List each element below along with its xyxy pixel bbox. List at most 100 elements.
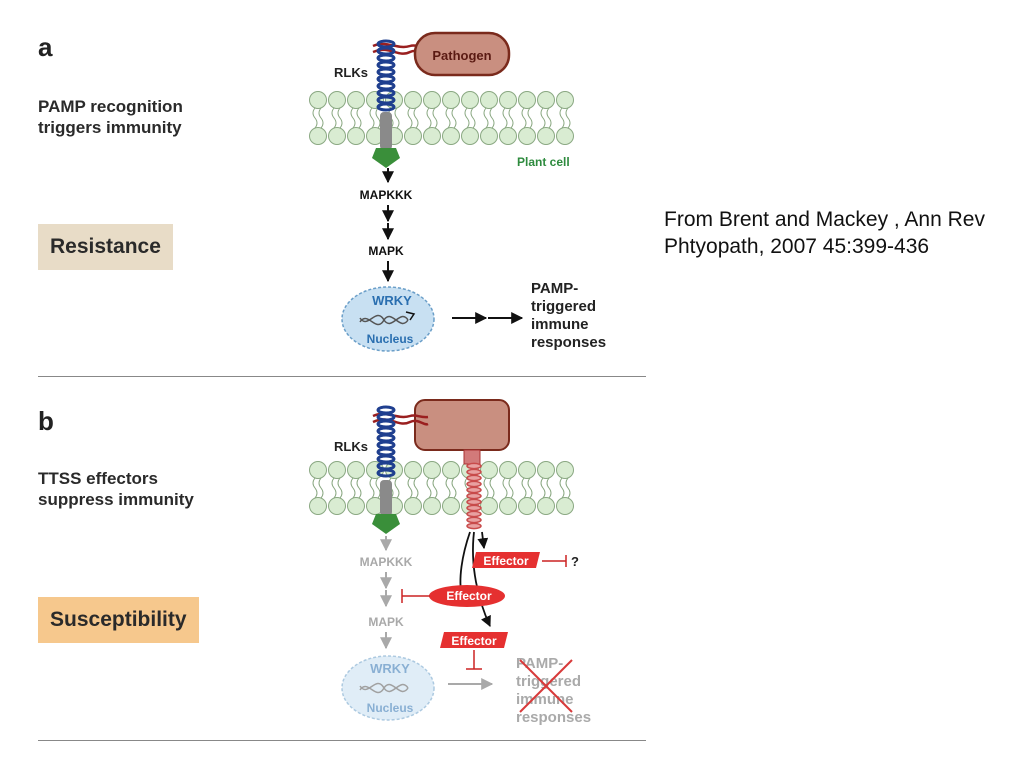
nucleus-label-a: Nucleus [367,332,414,346]
effector-tag-icon [440,632,508,648]
wrky-label-a: WRKY [372,293,412,308]
lipid-head [499,497,517,515]
mapkkk-label-b: MAPKKK [360,555,413,569]
plant-membrane-b [309,461,574,515]
panel-a-description-line-2: triggers immunity [38,118,182,137]
lipid-head [404,497,422,515]
pathogen-b [414,399,510,530]
lipid-head [442,127,460,145]
rlk-helix-icon [376,405,396,478]
lipid-head [309,91,327,109]
nucleus-label-b: Nucleus [367,701,414,715]
lipid-head [423,91,441,109]
lipid-head [328,461,346,479]
panel-b-description-line-2: suppress immunity [38,490,194,509]
ttss-needle-icon [466,462,482,530]
response-line-4-b: responses [516,709,591,726]
response-line-1-a: PAMP- [531,280,578,297]
rlk-helix-icon [376,39,396,112]
rlk-receptor-b [372,405,429,534]
panel-b-description-line-1: TTSS effectors [38,469,158,488]
lipid-head [556,127,574,145]
lipid-head [309,461,327,479]
citation-text: From Brent and Mackey , Ann Rev Phtyopat… [664,208,985,258]
lipid-head [442,461,460,479]
effector-1-label: Effector [483,554,529,568]
lipid-head [461,91,479,109]
nucleus-dna-icon [341,286,435,352]
response-line-3-b: immune [516,691,574,708]
mapk-label-a: MAPK [368,244,404,258]
mapk-label-b: MAPK [368,615,404,629]
kinase-icon [372,148,400,168]
lipid-head [537,461,555,479]
lipid-head [404,461,422,479]
panel-a-description-line-1: PAMP recognition [38,97,183,116]
response-line-3-a: immune [531,316,589,333]
nucleus-dna-icon [341,655,435,721]
nucleus-a: WRKY Nucleus [341,286,435,352]
pathogen-cell-icon [413,31,511,77]
lipid-head [328,91,346,109]
lipid-head [537,91,555,109]
panel-divider [38,376,646,377]
lipid-head [309,127,327,145]
response-line-2-b: triggered [516,673,581,690]
effector-delivery-arrow-3 [472,531,491,627]
panel-a-description: PAMP recognition triggers immunity [38,96,183,138]
lipid-head [556,497,574,515]
resistance-badge: Resistance [38,224,173,270]
lipid-head [309,497,327,515]
effector-2: Effector [401,585,505,607]
lipid-head [480,91,498,109]
lipid-head [404,127,422,145]
plant-cell-label: Plant cell [517,155,570,169]
transmembrane-segment [380,480,392,516]
lipid-head [442,91,460,109]
pamp-responses-b: PAMP- triggered immune responses [516,655,591,726]
response-line-4-a: responses [531,334,606,351]
lipid-head [556,91,574,109]
effector-2-label: Effector [446,589,492,603]
mapkkk-label-a: MAPKKK [360,188,413,202]
lipid-head [423,461,441,479]
lipid-head [556,461,574,479]
lipid-head [480,461,498,479]
lipid-head [499,127,517,145]
pathogen-label: Pathogen [432,48,491,63]
susceptibility-badge: Susceptibility [38,597,199,643]
kinase-icon [372,514,400,534]
lipid-head [518,497,536,515]
lipid-head [518,91,536,109]
pathogen-cell-icon [414,399,510,451]
lipid-head [537,497,555,515]
rlk-receptor-a [372,39,429,168]
lipid-head [537,127,555,145]
lipid-head [347,497,365,515]
lipid-head [480,127,498,145]
unknown-target-label: ? [571,554,579,569]
lipid-head [518,461,536,479]
lipid-head [328,497,346,515]
plant-membrane-a [309,91,574,145]
response-line-2-a: triggered [531,298,596,315]
lipid-head [480,497,498,515]
pamp-responses-a: PAMP- triggered immune responses [531,280,606,351]
lipid-head [328,127,346,145]
lipid-head [347,127,365,145]
rlks-label-b: RLKs [334,439,368,454]
lipid-head [347,461,365,479]
lipid-head [461,127,479,145]
lipid-head [423,127,441,145]
nucleus-b: WRKY Nucleus [341,655,435,721]
effector-tag-icon [472,552,540,568]
panel-b-letter: b [38,406,54,436]
bottom-rule [38,740,646,741]
effector-3: Effector [440,632,508,670]
lipid-head [442,497,460,515]
rlks-label-a: RLKs [334,65,368,80]
lipid-head [347,91,365,109]
ttss-base [463,449,481,465]
effector-delivery-arrow-1 [477,531,489,550]
